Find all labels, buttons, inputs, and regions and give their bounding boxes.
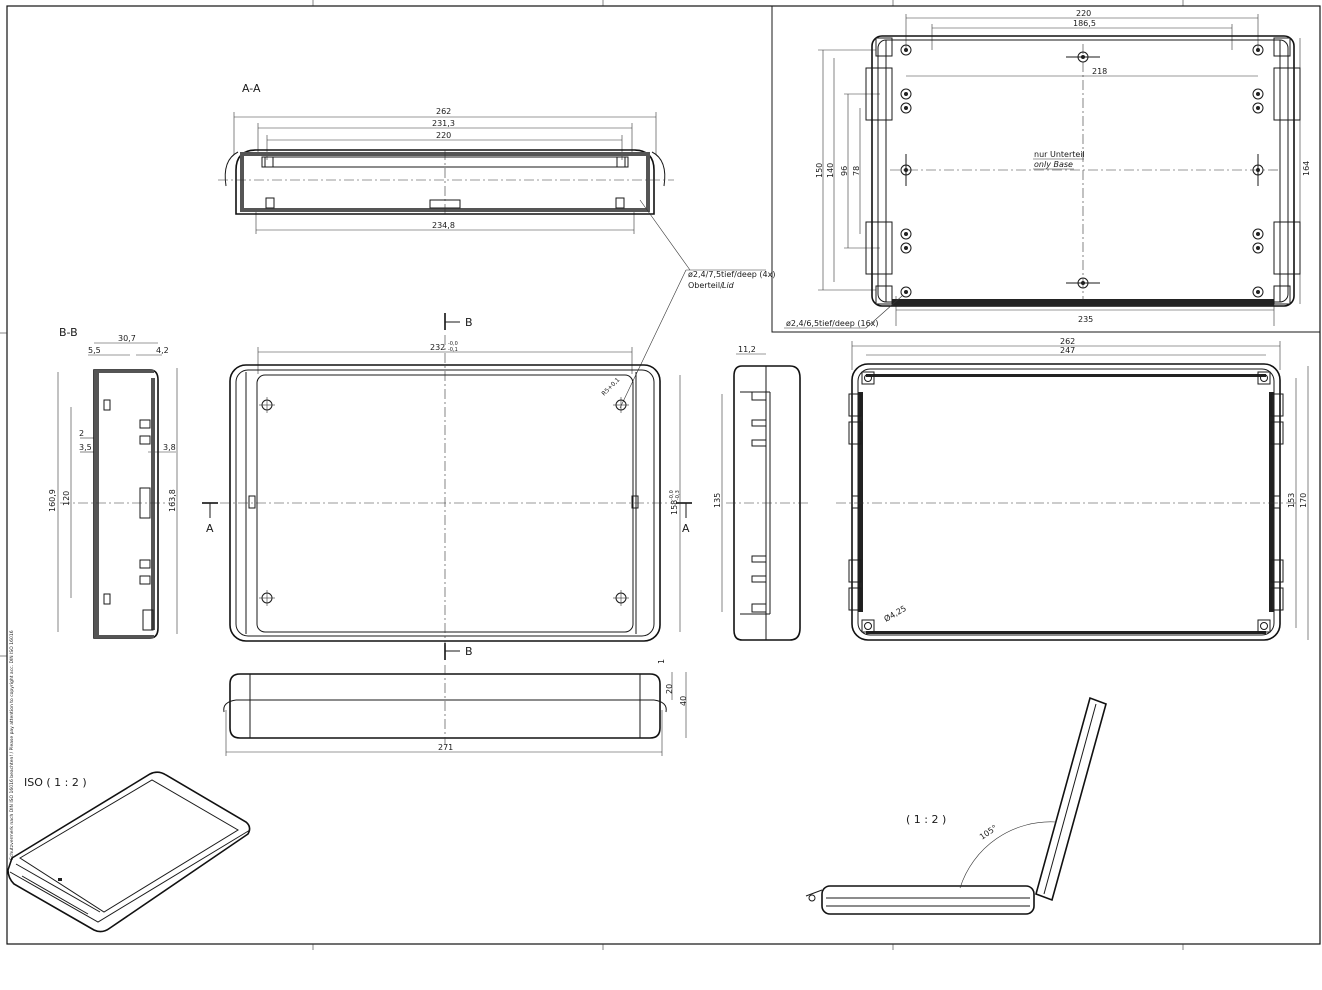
screw-hole-tl [259,397,275,413]
dim-bb-163-8: 163,8 [168,489,177,512]
hole-base-note: ø2,4/6,5tief/deep (16x) [786,319,879,328]
base-view: 262 247 153 170 Ø4,25 [836,337,1309,641]
dim-base-170: 170 [1299,493,1308,508]
section-aa-view: A-A 262 231,3 220 234,8 [218,82,674,234]
screw-hole-br [613,590,629,606]
dim-bottom-20: 20 [665,684,674,694]
cut-marker-a-left: A [202,502,218,535]
dim-aa-231-3: 231,3 [432,119,455,128]
dim-front-232-tol-bot: -0,1 [448,347,458,353]
dim-base-153: 153 [1287,493,1296,508]
copyright-note: Schutzvermerk nach DIN ISO 16016 beachte… [9,630,15,860]
dim-side-135: 135 [713,493,722,508]
hole-lid-note-lid-de: Oberteil/ [688,281,723,290]
section-bb-body [60,369,175,639]
dim-base-262: 262 [1060,337,1075,346]
dim-front-158-tol-bot: -0,3 [675,490,681,500]
dim-bb-5-5: 5,5 [88,346,101,355]
dim-bb-30-7: 30,7 [118,334,136,343]
screw-hole-bl [259,590,275,606]
dim-top-140: 140 [826,163,835,178]
dim-top-78: 78 [852,166,861,176]
cut-label-a-right: A [682,522,690,535]
dim-aa-234-8: 234,8 [432,221,455,230]
open-scale-label: ( 1 : 2 ) [906,813,946,826]
dim-bb-3-5: 3,5 [79,443,92,452]
dim-top-235: 235 [1078,315,1093,324]
dim-front-232: 232 [430,343,445,352]
hole-base-callout: ø2,4/6,5tief/deep (16x) [784,295,903,329]
iso-title: ISO ( 1 : 2 ) [24,776,87,789]
dim-base-247: 247 [1060,346,1075,355]
iso-view: ISO ( 1 : 2 ) [7,771,251,933]
cut-marker-b-top: B [444,313,473,330]
dim-bb-3-8: 3,8 [163,443,176,452]
dim-base-dia: Ø4,25 [882,603,908,624]
dim-bb-160-9: 160,9 [48,489,57,512]
dim-front-158-tol-top: -0,0 [669,490,675,500]
section-aa-title: A-A [242,82,261,95]
dim-top-218: 218 [1092,67,1107,76]
top-view-dimensions: 220 186,5 218 150 140 96 78 164 235 [815,9,1311,326]
base-view-dimensions: 262 247 153 170 Ø4,25 [851,337,1309,640]
top-view: 220 186,5 218 150 140 96 78 164 235 [784,9,1311,329]
cut-label-b-top: B [465,316,473,329]
front-view-body [220,335,672,645]
cut-label-b-bottom: B [465,645,473,658]
dim-front-158: 158 [670,500,679,515]
dim-bb-4-2: 4,2 [156,346,169,355]
base-only-note-de: nur Unterteil [1034,150,1085,159]
dim-top-186-5: 186,5 [1073,19,1096,28]
section-aa-dimensions: 262 231,3 220 234,8 [233,107,657,234]
section-bb-view: B-B 30,7 5,5 4,2 160,9 120 163,8 2 3,5 3… [48,326,178,639]
base-view-body [836,363,1296,641]
base-only-note-en: only Base [1034,160,1073,169]
cut-label-a-left: A [206,522,214,535]
dim-bottom-1: 1 [657,659,666,664]
hole-lid-note-lid-en: Lid [722,281,735,290]
open-view: ( 1 : 2 ) 105° [805,696,1107,915]
dim-top-164: 164 [1302,161,1311,176]
front-view: B B A A 232 -0,0 -0,1 158 -0,0 -0,3 [202,313,692,660]
section-aa-body [218,149,674,215]
dim-aa-262: 262 [436,107,451,116]
dim-bottom-271: 271 [438,743,453,752]
dim-aa-220: 220 [436,131,451,140]
base-boss-holes [900,44,1264,298]
dim-bb-2: 2 [79,429,84,438]
side-view: 11,2 135 [713,345,808,641]
section-bb-dimensions: 30,7 5,5 4,2 160,9 120 163,8 2 3,5 3,8 [48,334,178,634]
hole-lid-callout: ø2,4/7,5tief/deep (4x) Oberteil/ Lid [619,199,775,409]
dim-top-150: 150 [815,163,824,178]
screw-hole-tr [613,397,629,413]
section-bb-title: B-B [59,326,78,339]
cut-marker-b-bottom: B [444,643,473,660]
dim-bottom-40: 40 [679,696,688,706]
top-view-body: nur Unterteil only Base [865,35,1301,307]
dim-front-232-tol-top: -0,0 [448,341,458,347]
dim-side-11-2: 11,2 [738,345,756,354]
dim-front-r5: R5+0,1 [600,376,621,397]
hole-lid-note: ø2,4/7,5tief/deep (4x) [688,270,775,279]
dim-top-96: 96 [840,166,849,176]
sheet-frame [0,0,1321,950]
bottom-side-view: 271 20 40 1 [223,659,688,756]
dim-top-220: 220 [1076,9,1091,18]
dim-bb-120: 120 [62,491,71,506]
cut-marker-a-right: A [676,502,692,535]
front-view-dimensions: 232 -0,0 -0,1 158 -0,0 -0,3 R5+0,1 [257,341,681,632]
